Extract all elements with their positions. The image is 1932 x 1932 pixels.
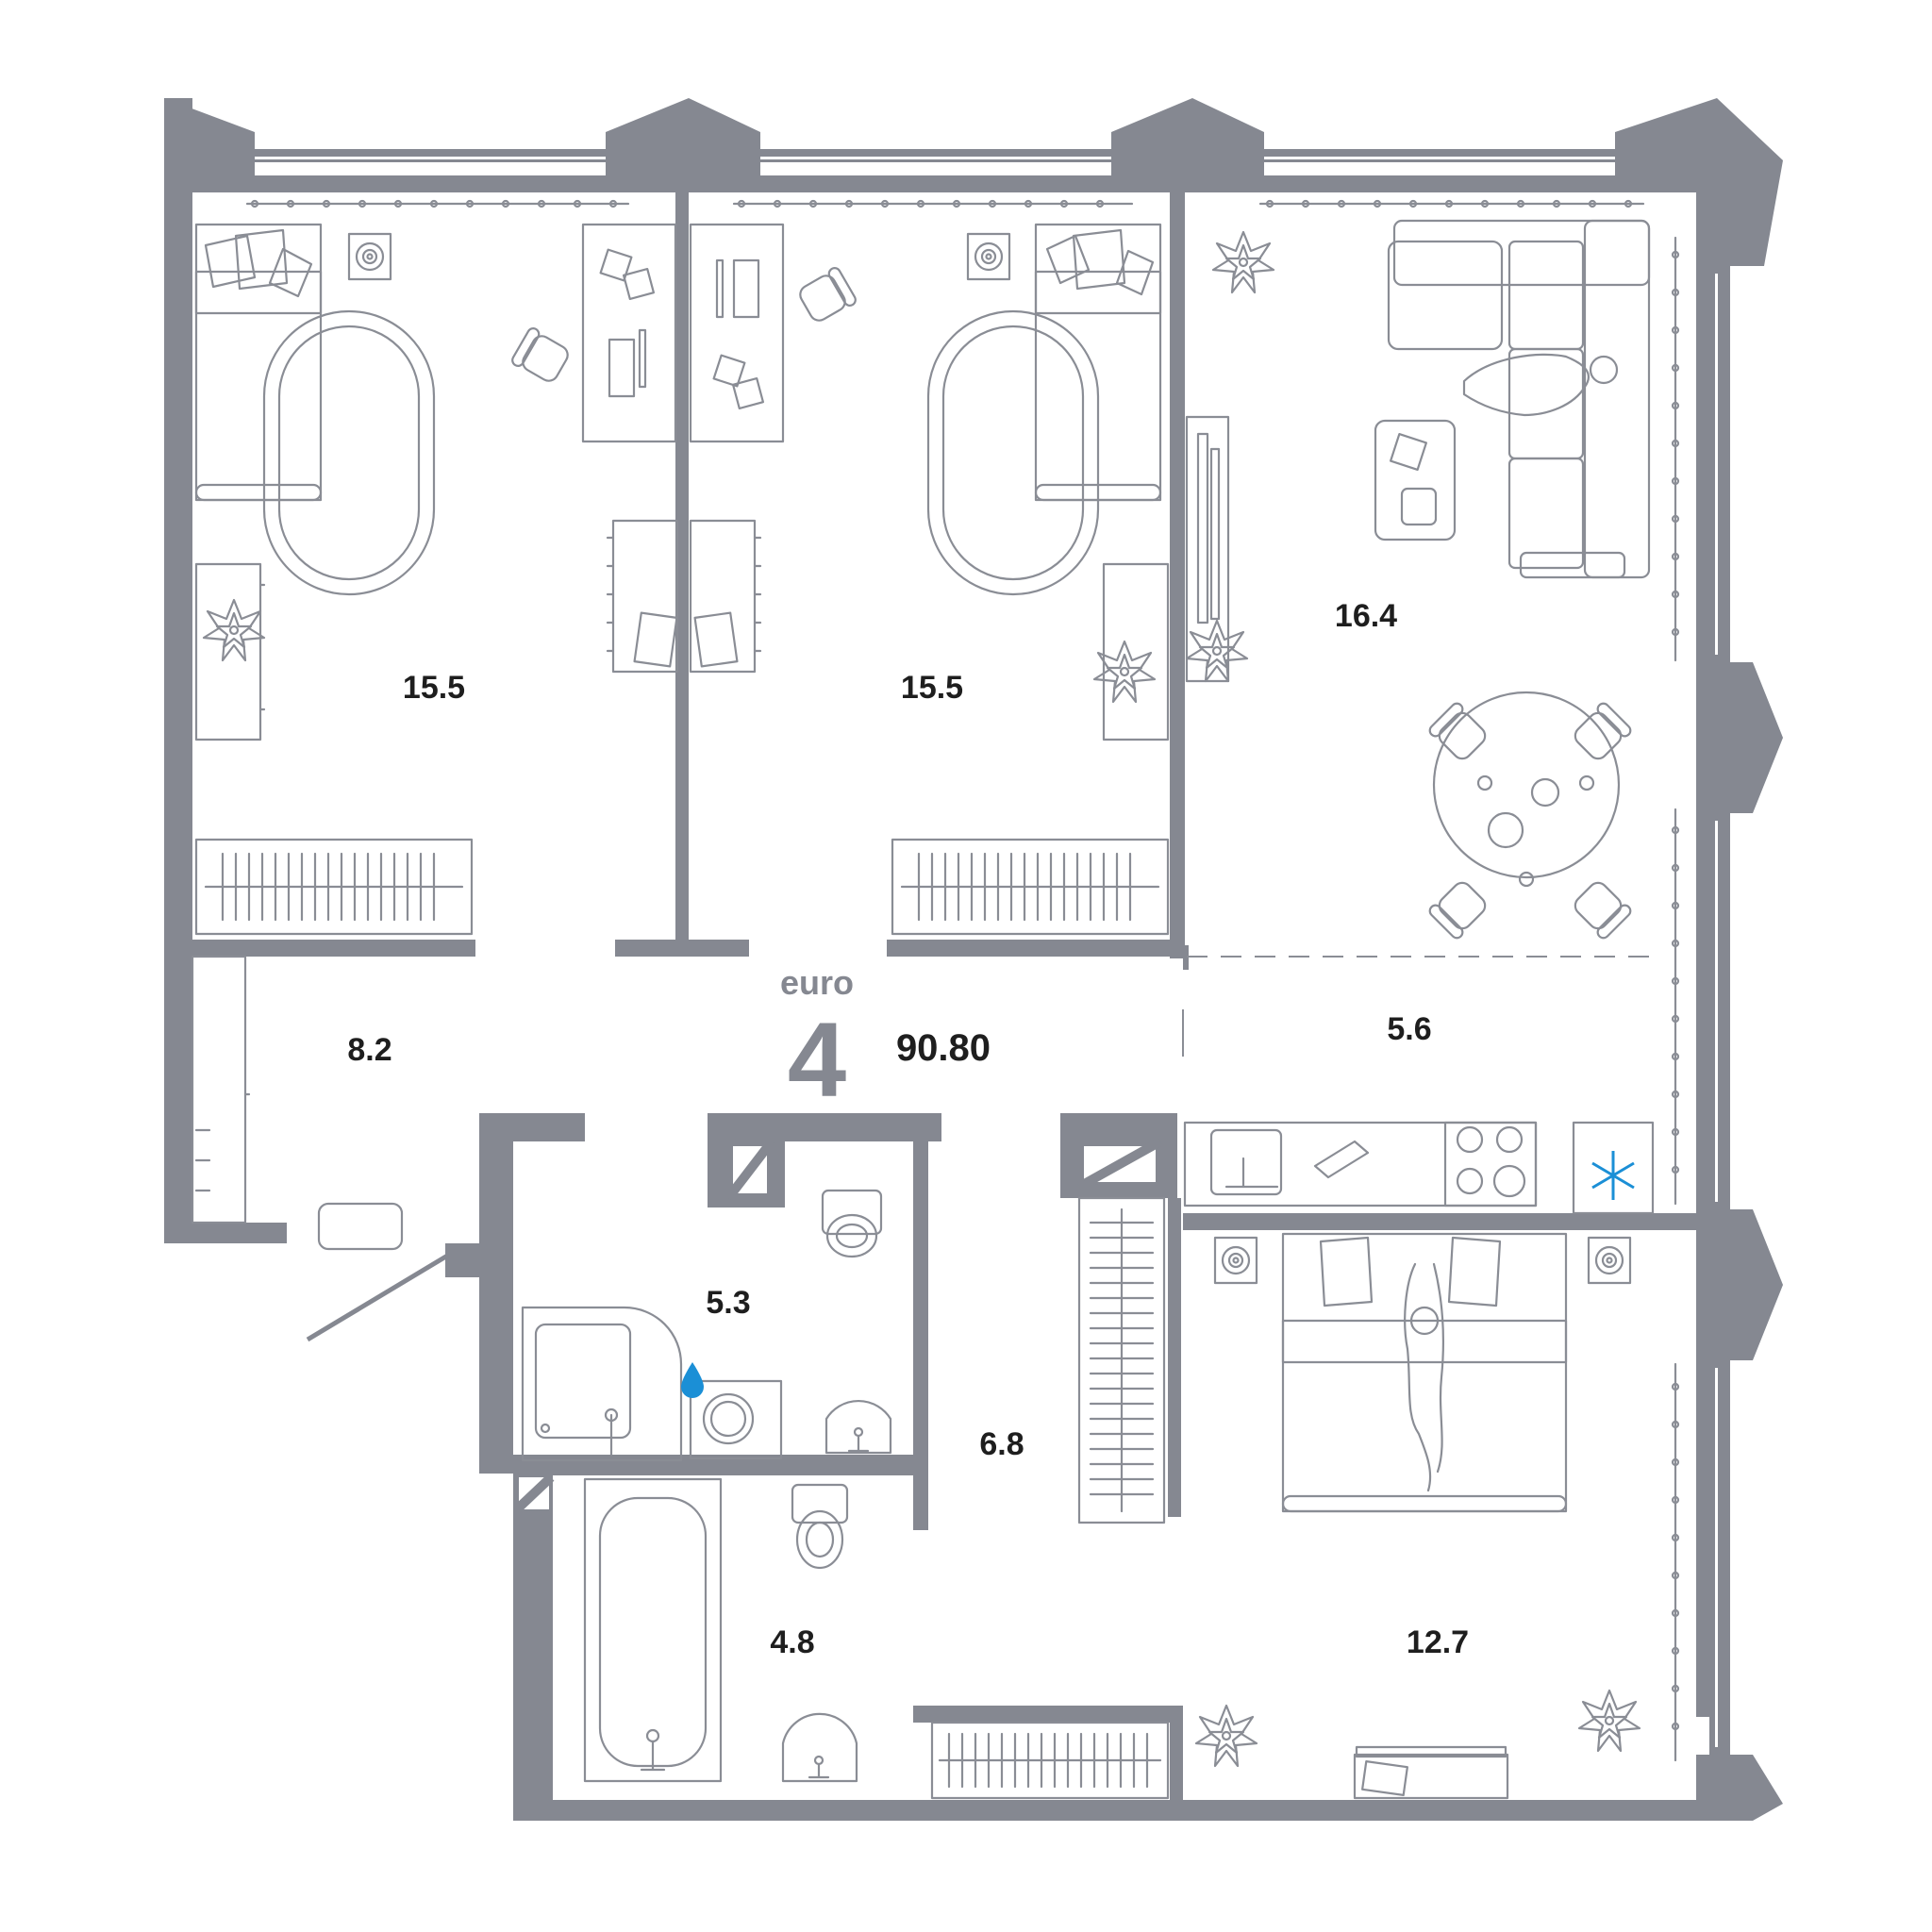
room-area-corridor: 6.8 xyxy=(979,1426,1024,1462)
speaker-icon xyxy=(1587,1236,1632,1285)
chair-icon xyxy=(508,325,574,388)
dresser-icon xyxy=(194,562,266,741)
room-area-hallway: 8.2 xyxy=(347,1032,391,1068)
walls xyxy=(164,98,1783,1821)
sink-icon xyxy=(824,1399,892,1455)
speaker-icon xyxy=(347,232,392,281)
hallway-bench xyxy=(317,1202,404,1251)
chair-icon xyxy=(794,264,859,327)
plant-icon xyxy=(202,598,266,662)
speaker-icon xyxy=(1213,1236,1258,1285)
kitchen-counter xyxy=(1183,1121,1538,1208)
room-area-living-room: 16.4 xyxy=(1335,598,1397,634)
sofa-icon xyxy=(1387,219,1651,579)
wardrobe-icon xyxy=(606,519,679,674)
shower-icon xyxy=(521,1306,683,1462)
room-area-bedroom-left: 15.5 xyxy=(403,670,465,706)
desk-icon xyxy=(581,223,677,443)
dining-table-icon xyxy=(1426,691,1634,941)
ventilation-frames xyxy=(513,1137,1165,1513)
total-area: 90.80 xyxy=(896,1027,991,1069)
dresser-icon xyxy=(1102,562,1170,741)
plant-icon xyxy=(1194,1704,1258,1768)
bathtub-icon xyxy=(583,1477,723,1783)
radiator-icon xyxy=(1077,1196,1166,1524)
stove-icon xyxy=(1443,1121,1538,1208)
bed-icon xyxy=(194,223,323,502)
snowflake-icon xyxy=(1591,1151,1635,1200)
tv-icon xyxy=(1185,415,1230,683)
radiator-icon xyxy=(930,1721,1170,1800)
coffee-table-icon xyxy=(1374,419,1457,541)
bed-icon xyxy=(1281,1232,1568,1513)
dresser-icon xyxy=(1353,1745,1509,1800)
water-drop-icon xyxy=(681,1362,704,1398)
sink-icon xyxy=(781,1712,858,1783)
room-area-master-bedroom: 12.7 xyxy=(1407,1624,1469,1660)
layout-type-label: euro xyxy=(780,963,854,1002)
entrance-door[interactable] xyxy=(306,1252,451,1342)
room-area-bathroom-upper: 5.3 xyxy=(706,1285,750,1321)
plant-icon xyxy=(1185,619,1249,683)
room-area-bathroom-lower: 4.8 xyxy=(770,1624,814,1660)
plant-icon xyxy=(1577,1689,1641,1753)
rug xyxy=(262,309,436,596)
curtain-rails xyxy=(245,199,1680,1762)
plant-icon xyxy=(1211,230,1275,294)
radiator-icon xyxy=(891,838,1170,936)
wardrobe-icon xyxy=(689,519,762,674)
room-area-kitchen: 5.6 xyxy=(1387,1011,1431,1047)
speaker-icon xyxy=(966,232,1011,281)
washing-machine-icon xyxy=(689,1379,783,1460)
toilet-icon xyxy=(791,1483,849,1570)
rug xyxy=(926,309,1100,596)
fridge-icon xyxy=(1572,1121,1655,1215)
wardrobe-icon xyxy=(191,955,251,1224)
room-area-bedroom-middle: 15.5 xyxy=(901,670,963,706)
radiator-icon xyxy=(194,838,474,936)
rooms-count: 4 xyxy=(788,1001,846,1119)
desk-icon xyxy=(689,223,785,443)
toilet-icon xyxy=(821,1189,883,1258)
